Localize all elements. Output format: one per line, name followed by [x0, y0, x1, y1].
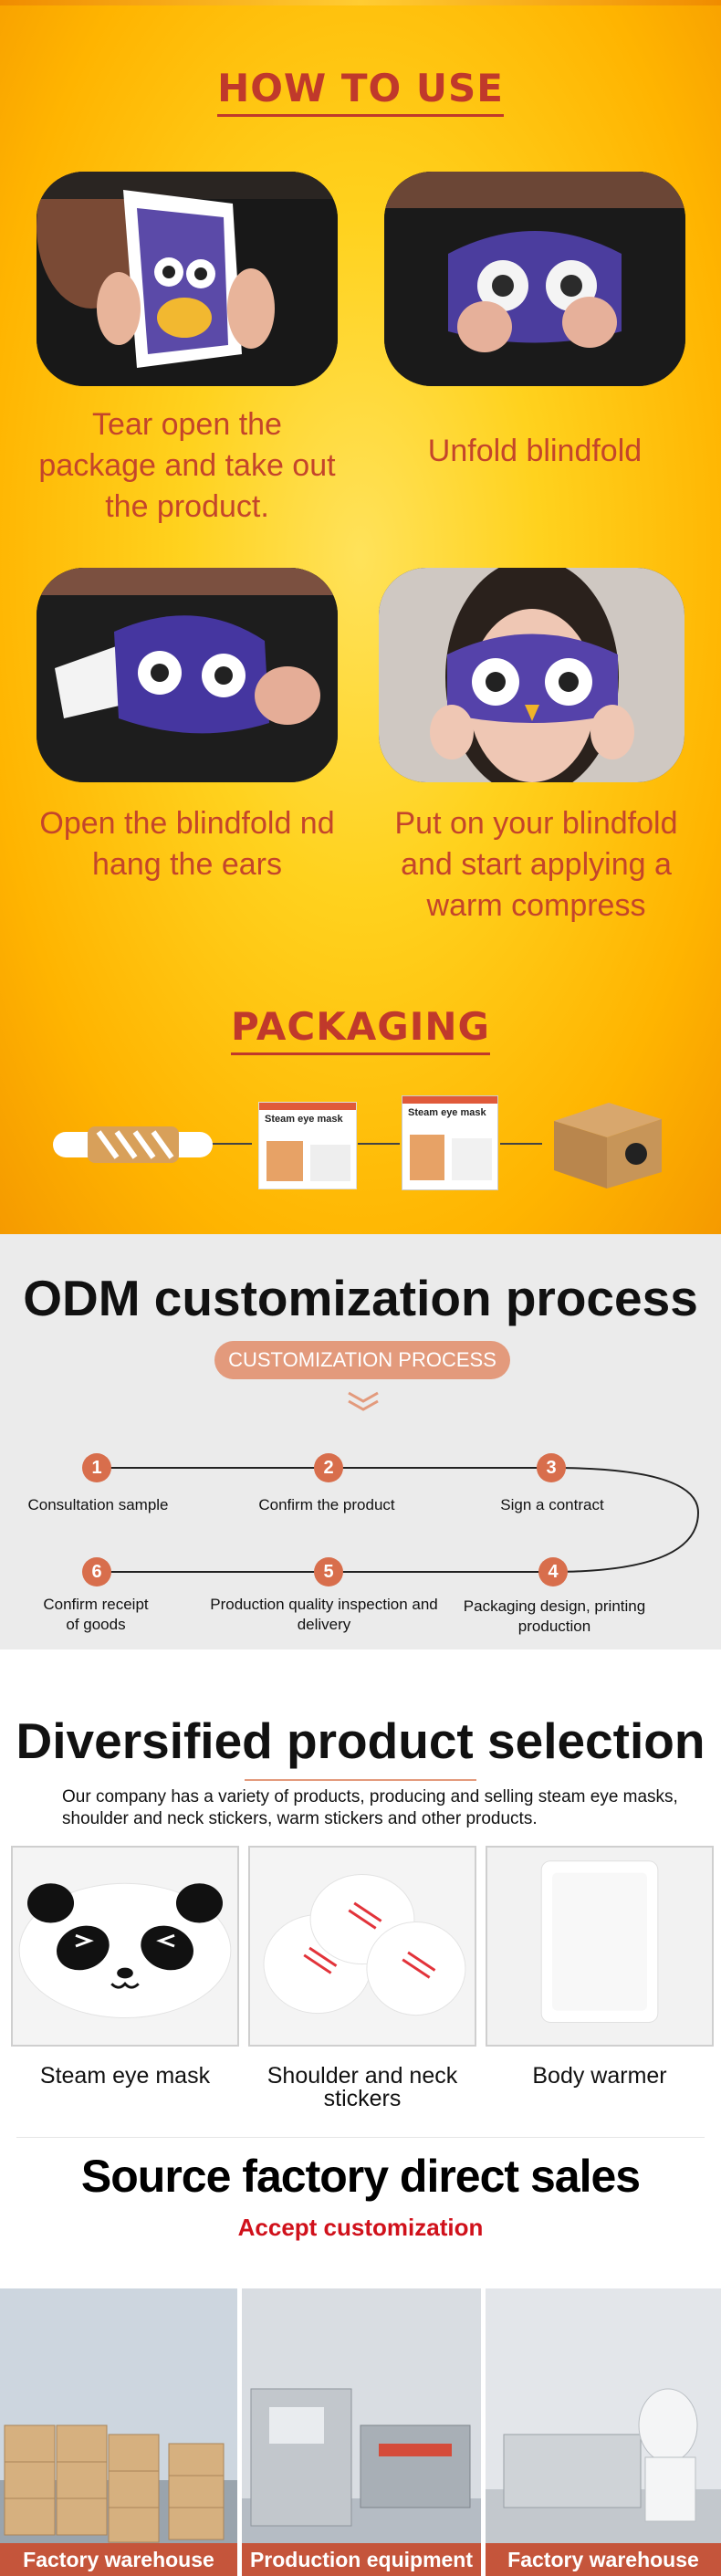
- packet-box-panel: [310, 1145, 350, 1181]
- process-step-2-label: Confirm the product: [258, 1496, 395, 1513]
- step-3-photo: [37, 568, 338, 782]
- carton-box-icon: [554, 1103, 662, 1189]
- process-step-4-number: 4: [538, 1557, 568, 1586]
- factory-photo-warehouse-2: Factory warehouse: [486, 2288, 721, 2576]
- retail-box-label: Steam eye mask: [408, 1107, 486, 1118]
- factory-photo-2-caption: Production equipment: [242, 2543, 481, 2576]
- how-to-use-title-text: HOW TO USE: [217, 66, 504, 117]
- retail-box-stripe: [402, 1096, 497, 1104]
- process-step-1-label: Consultation sample: [27, 1496, 169, 1513]
- packaging-connector-1: [208, 1143, 252, 1145]
- odm-title: ODM customization process: [23, 1270, 698, 1326]
- body-warmer-illustration: [487, 1848, 712, 2045]
- packaging-connector-3: [500, 1143, 542, 1145]
- product-body-warmer-label: Body warmer: [532, 2063, 667, 2089]
- product-shoulder-neck-label: Shoulder and neck stickers: [266, 2063, 458, 2111]
- process-flow-lines: [97, 1467, 700, 1573]
- products-section: Diversified product selection Our compan…: [0, 1649, 721, 2576]
- process-step-6-number: 6: [82, 1557, 111, 1586]
- retail-box: Steam eye mask: [402, 1095, 498, 1190]
- customization-process-pill: CUSTOMIZATION PROCESS: [214, 1341, 510, 1379]
- process-step-5-label: Production quality inspection and delive…: [210, 1596, 438, 1633]
- step-2-illustration: [384, 172, 685, 386]
- how-to-use-section: HOW TO USE: [0, 0, 721, 1234]
- process-step-5-number: 5: [314, 1557, 343, 1586]
- packet-box: Steam eye mask: [258, 1102, 357, 1189]
- retail-box-photo: [410, 1135, 444, 1180]
- chevron-down-icon: [348, 1391, 379, 1411]
- how-to-use-title: HOW TO USE: [0, 66, 721, 117]
- step-3-illustration: [37, 568, 338, 782]
- process-step-3-label: Sign a contract: [500, 1496, 604, 1513]
- step-1-text: Tear open the package and take out the p…: [38, 407, 336, 524]
- cleanroom-illustration: [486, 2288, 721, 2576]
- factory-title: Source factory direct sales: [80, 2151, 641, 2202]
- panda-mask-illustration: [13, 1848, 237, 2045]
- process-step-4-label: Packaging design, printing production: [463, 1597, 646, 1635]
- product-shoulder-neck-image: [248, 1846, 476, 2047]
- top-strip: [0, 0, 721, 5]
- shoulder-patch-illustration: [250, 1848, 475, 2045]
- product-eye-mask-label: Steam eye mask: [39, 2063, 211, 2089]
- process-step-6-label: Confirm receipt of goods: [43, 1596, 149, 1633]
- factory-photo-equipment: Production equipment: [242, 2288, 481, 2576]
- products-title: Diversified product selection: [16, 1712, 705, 1769]
- accept-customization-text: Accept customization: [237, 2214, 484, 2241]
- packaging-title: PACKAGING: [0, 1004, 721, 1055]
- process-step-1-number: 1: [82, 1453, 111, 1482]
- products-title-rule: [245, 1779, 476, 1781]
- packaging-connector-2: [358, 1143, 400, 1145]
- retail-box-panel: [452, 1138, 492, 1180]
- packaging-title-text: PACKAGING: [230, 1004, 491, 1055]
- section-divider: [16, 2137, 705, 2138]
- odm-section: ODM customization process CUSTOMIZATION …: [0, 1234, 721, 1649]
- equipment-illustration: [242, 2288, 481, 2576]
- step-2-text: Unfold blindfold: [427, 434, 643, 468]
- process-step-3-number: 3: [537, 1453, 566, 1482]
- step-1-photo: [37, 172, 338, 386]
- packet-box-label: Steam eye mask: [265, 1114, 343, 1125]
- step-4-illustration: [379, 568, 684, 782]
- step-4-text: Put on your blindfold and start applying…: [394, 806, 678, 923]
- process-step-2-number: 2: [314, 1453, 343, 1482]
- step-1-illustration: [37, 172, 338, 386]
- product-eye-mask-image: [11, 1846, 239, 2047]
- step-4-photo: [379, 568, 684, 782]
- warehouse-illustration: [0, 2288, 237, 2576]
- factory-photo-3-caption: Factory warehouse: [486, 2543, 721, 2576]
- products-description: Our company has a variety of products, p…: [62, 1787, 678, 1828]
- factory-photo-warehouse-1: Factory warehouse: [0, 2288, 237, 2576]
- single-mask-icon: [53, 1126, 213, 1163]
- step-3-text: Open the blindfold nd hang the ears: [39, 806, 335, 882]
- step-2-photo: [384, 172, 685, 386]
- packet-box-stripe: [259, 1103, 356, 1110]
- product-body-warmer-image: [486, 1846, 714, 2047]
- packet-box-photo: [266, 1141, 303, 1181]
- factory-photo-1-caption: Factory warehouse: [0, 2543, 237, 2576]
